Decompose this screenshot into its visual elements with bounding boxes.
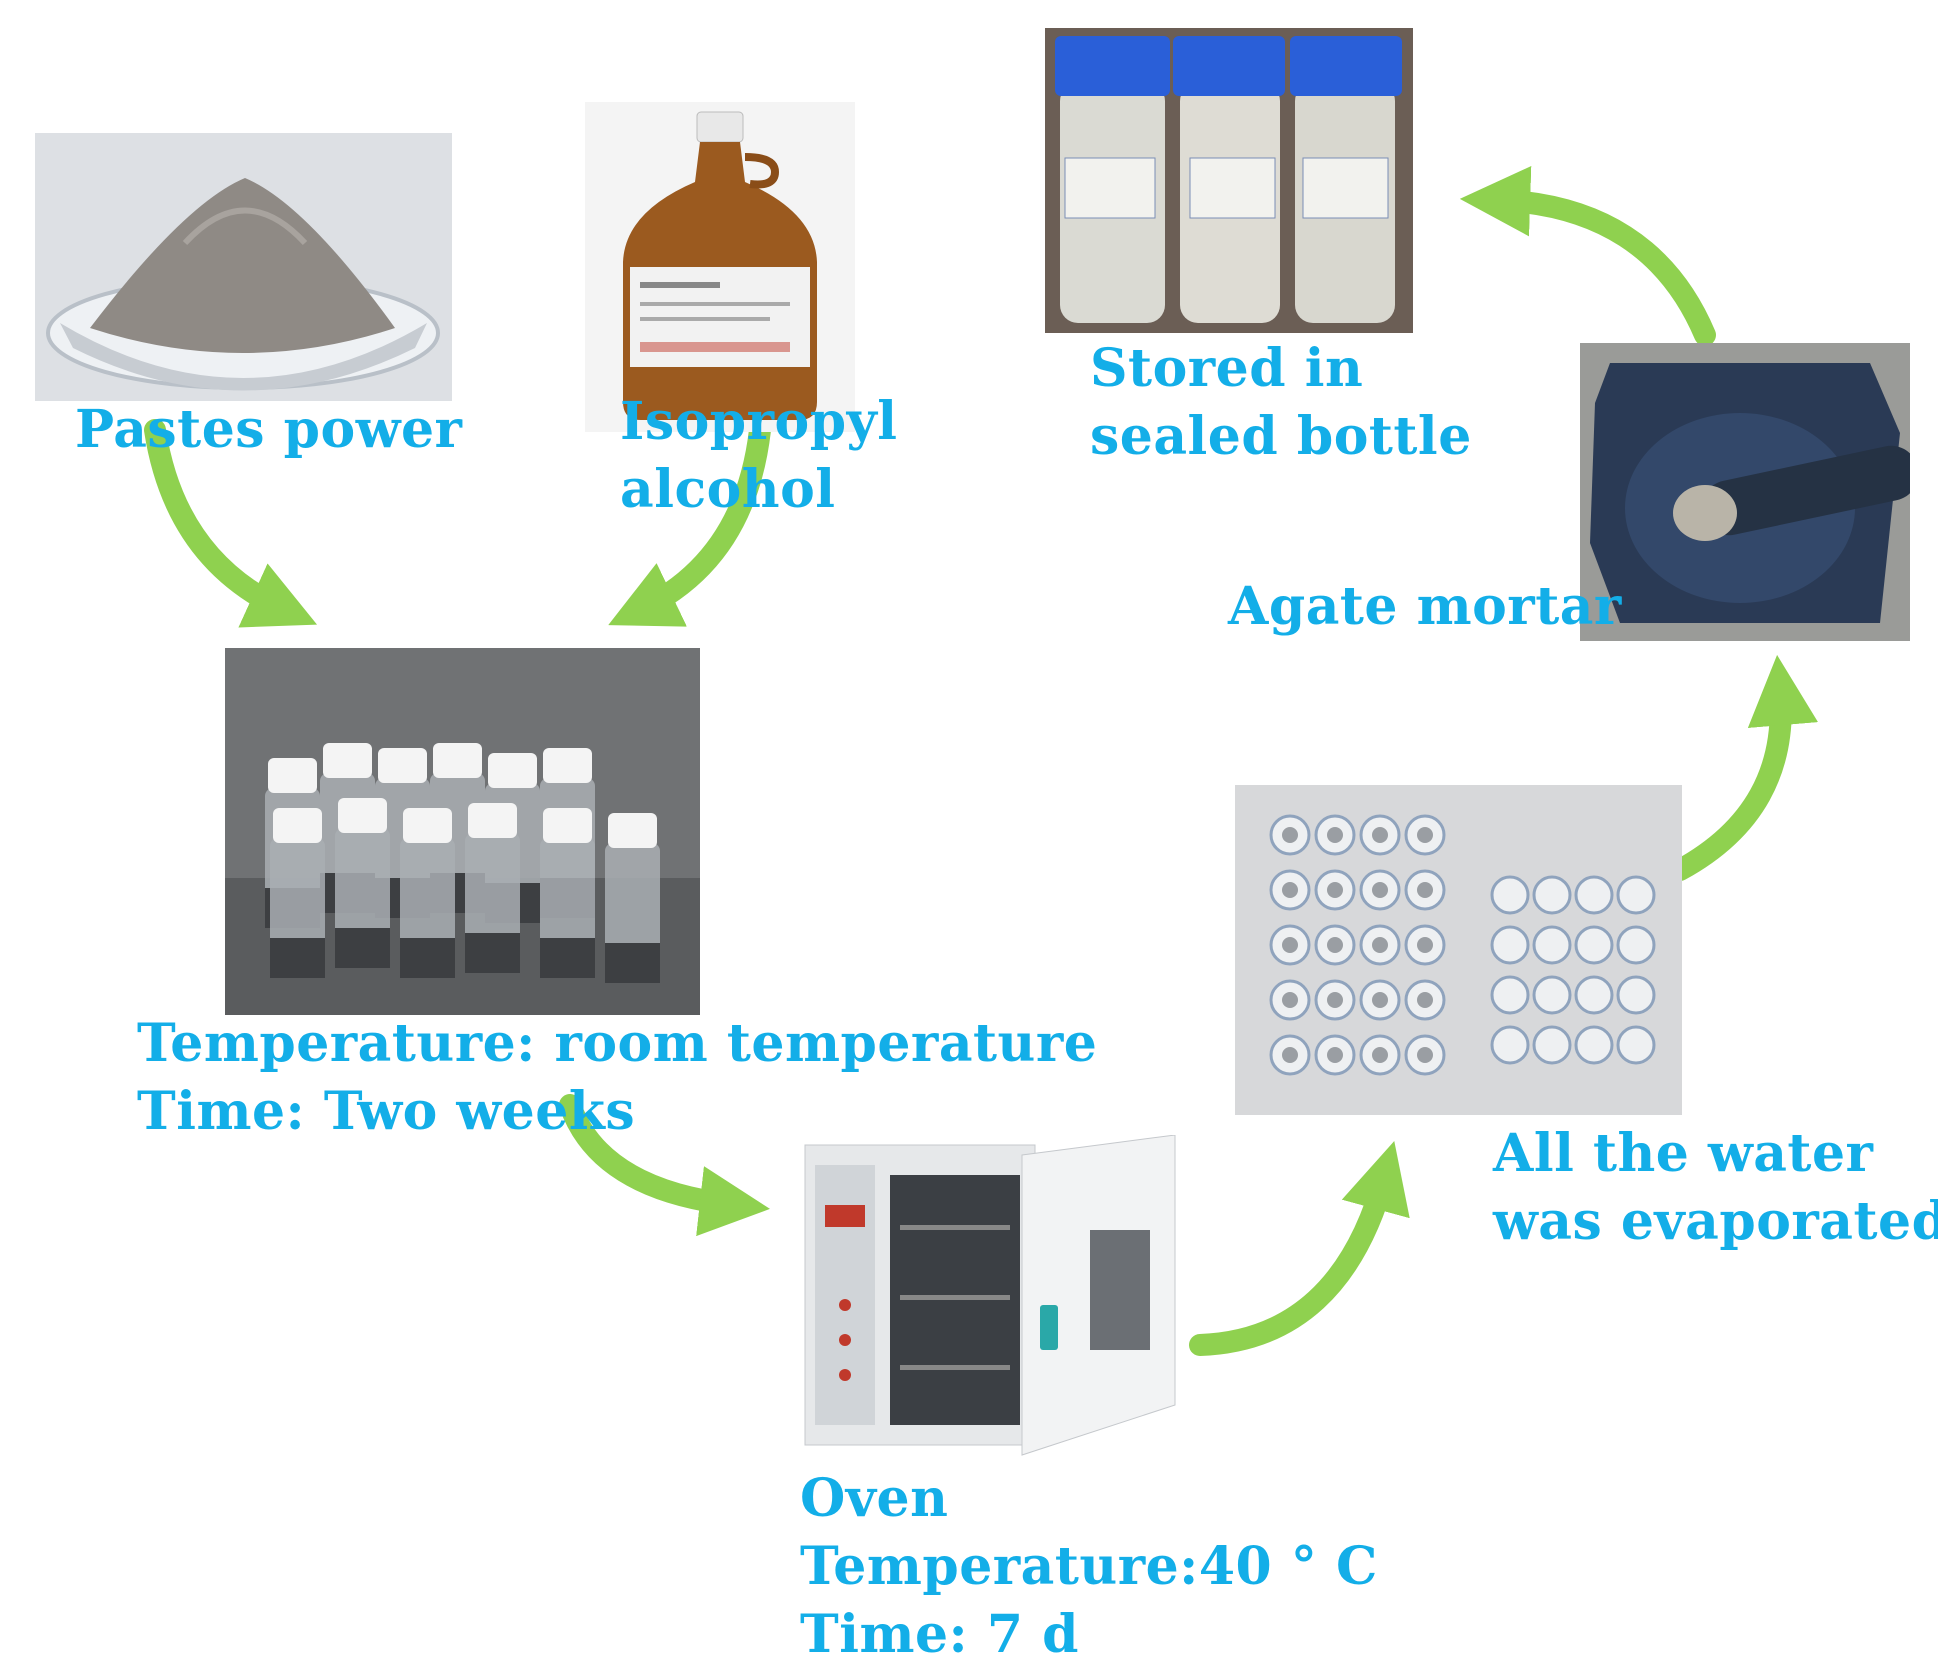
alcohol-label: Isopropyl alcohol	[620, 388, 898, 524]
agate-mortar-image	[1580, 343, 1910, 641]
mixture-temperature: Temperature: room temperature	[137, 1013, 1098, 1074]
stored-label-line2: sealed bottle	[1090, 406, 1472, 467]
sealed-bottles-image	[1045, 28, 1413, 333]
mixture-time: Time: Two weeks	[137, 1081, 636, 1142]
evaporated-label: All the water was evaporated	[1493, 1120, 1938, 1256]
arrow-evaporated-to-mortar	[1669, 654, 1818, 881]
alcohol-label-line1: Isopropyl	[620, 391, 898, 452]
oven-label: Oven Temperature:40 ° C Time: 7 d	[800, 1465, 1378, 1669]
arrow-mortar-to-stored	[1459, 165, 1716, 346]
mortar-label: Agate mortar	[1228, 576, 1622, 637]
powder-label: Pastes power	[75, 399, 463, 460]
evaporated-vials-image	[1235, 785, 1682, 1115]
oven-temperature: Temperature:40 ° C	[800, 1536, 1378, 1597]
alcohol-bottle-image	[585, 102, 855, 432]
arrow-oven-to-evaporated	[1189, 1141, 1410, 1356]
powder-dish-image	[35, 133, 452, 401]
oven-title: Oven	[800, 1468, 949, 1529]
oven-image	[800, 1135, 1180, 1465]
stored-label-line1: Stored in	[1090, 338, 1364, 399]
alcohol-label-line2: alcohol	[620, 459, 836, 520]
vials-mixture-image	[225, 648, 700, 1015]
evaporated-line1: All the water	[1493, 1123, 1874, 1184]
evaporated-line2: was evaporated	[1493, 1191, 1938, 1252]
mixture-label: Temperature: room temperature Time: Two …	[137, 1010, 1097, 1146]
oven-time: Time: 7 d	[800, 1604, 1079, 1665]
stored-label: Stored in sealed bottle	[1090, 335, 1472, 471]
